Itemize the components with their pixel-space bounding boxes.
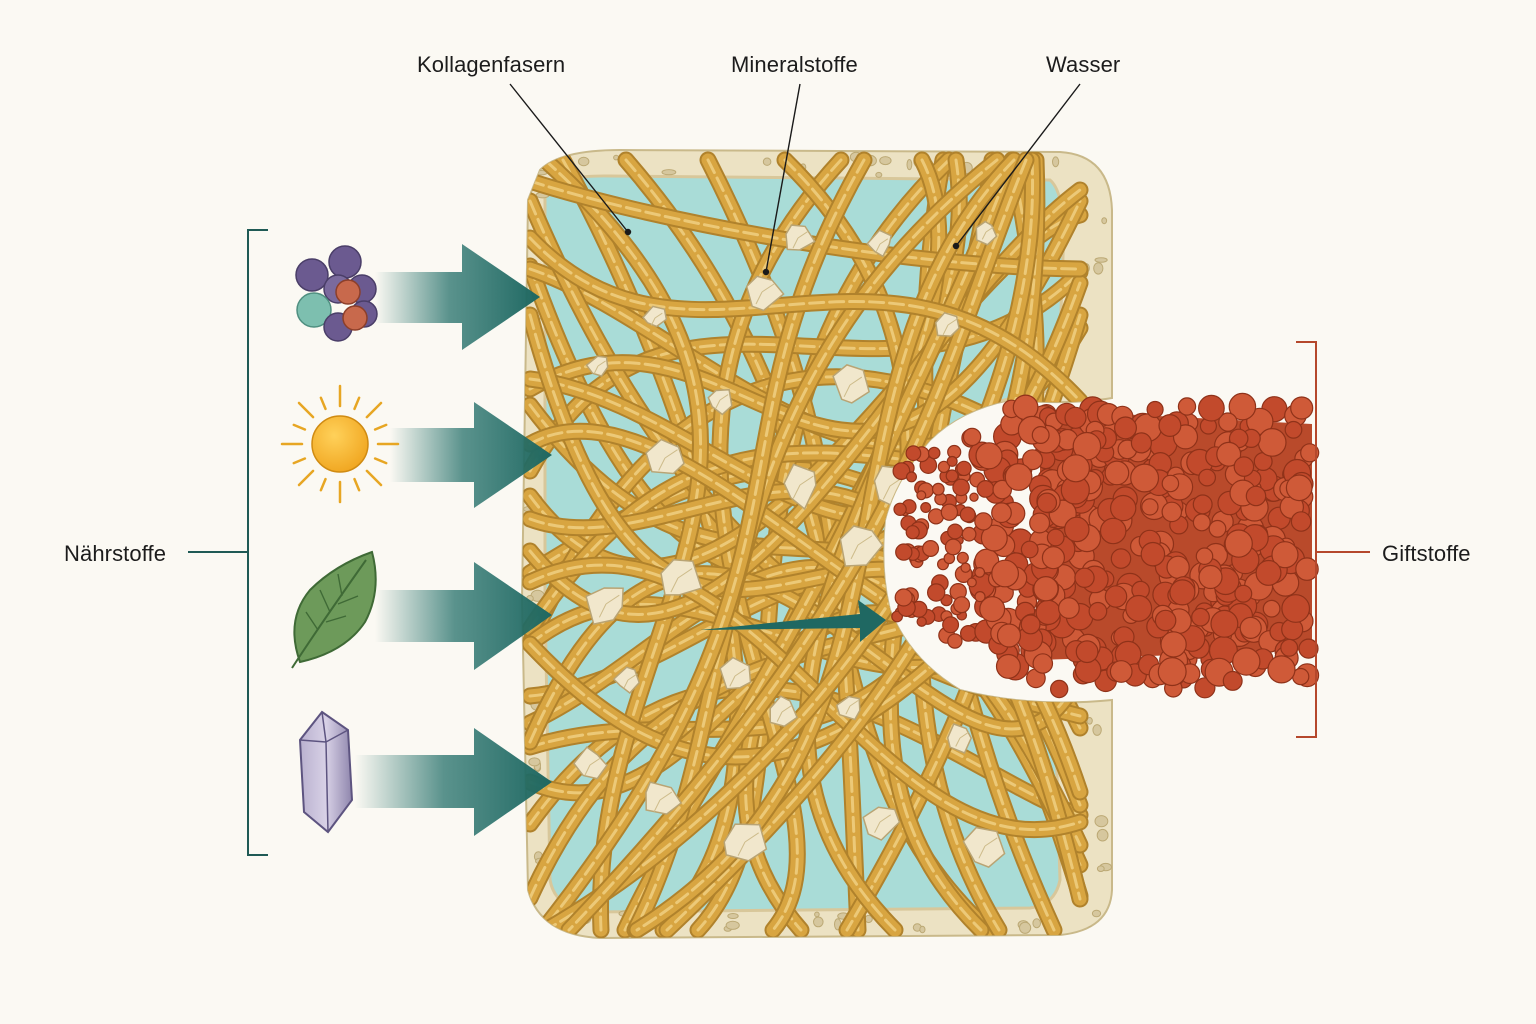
leader-minerals	[765, 83, 801, 273]
label-minerals: Mineralstoffe	[731, 52, 858, 77]
label-water: Wasser	[1046, 52, 1121, 77]
nutrient-arrow-2	[390, 402, 552, 508]
inner-arrow	[700, 600, 886, 642]
mineral-crystals	[572, 220, 1006, 868]
toxins-bracket	[1296, 341, 1370, 738]
label-nutrients: Nährstoffe	[64, 541, 167, 566]
crystal-icon	[298, 710, 354, 834]
nutrient-arrow-4	[355, 728, 552, 836]
label-toxins: Giftstoffe	[1382, 541, 1471, 566]
nutrient-arrows	[355, 244, 552, 836]
nutrient-arrow-1	[375, 244, 540, 350]
nutrients-bracket	[188, 229, 268, 856]
label-collagen-fibers: Kollagenfasern	[417, 52, 566, 77]
sun-icon	[280, 384, 400, 504]
leaf-icon	[291, 550, 377, 669]
nutrient-arrow-3	[375, 562, 552, 670]
toxin-mass	[891, 392, 1320, 699]
leader-lines	[509, 83, 1081, 276]
molecule-cluster-icon	[295, 245, 378, 342]
leader-water	[955, 83, 1081, 247]
leader-collagen	[509, 83, 629, 233]
toxin-particles	[891, 392, 1320, 699]
